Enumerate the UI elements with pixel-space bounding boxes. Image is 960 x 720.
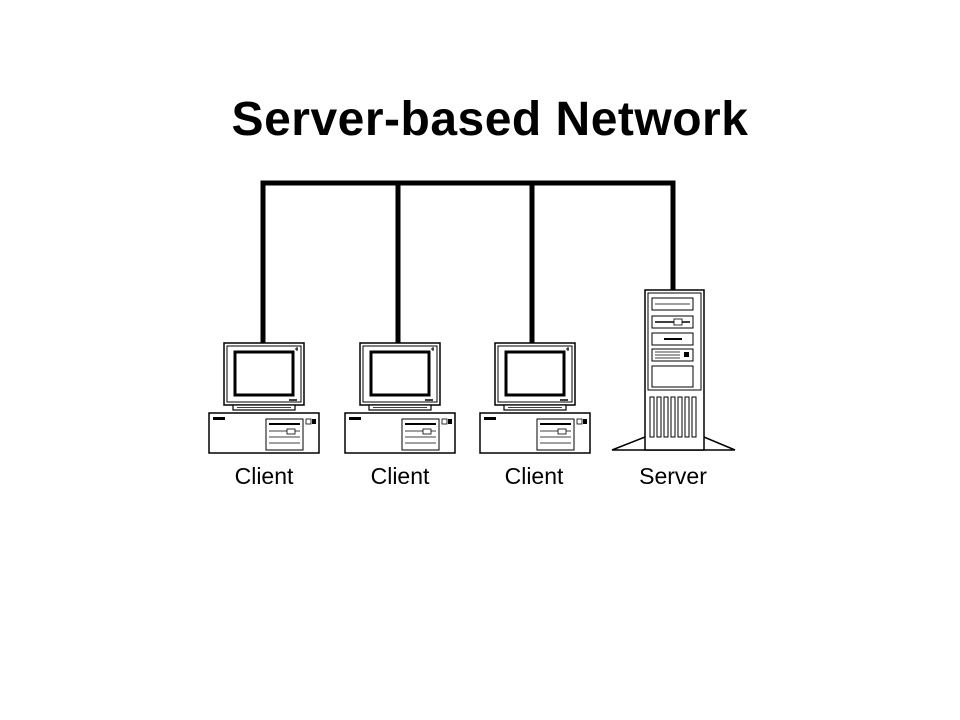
- client-workstation-icon: [207, 341, 321, 455]
- client-workstation-icon: [478, 341, 592, 455]
- client-1-label: Client: [235, 463, 294, 489]
- client-3-label: Client: [505, 463, 564, 489]
- server-label: Server: [639, 463, 707, 489]
- server: Server: [611, 289, 736, 489]
- client-2: Client: [343, 341, 457, 489]
- client-1: Client: [207, 341, 321, 489]
- server-tower-icon: [611, 289, 736, 451]
- page-title: Server-based Network: [231, 93, 749, 146]
- client-2-label: Client: [371, 463, 430, 489]
- network-bus: [260, 180, 676, 346]
- client-3: Client: [478, 341, 592, 489]
- client-workstation-icon: [343, 341, 457, 455]
